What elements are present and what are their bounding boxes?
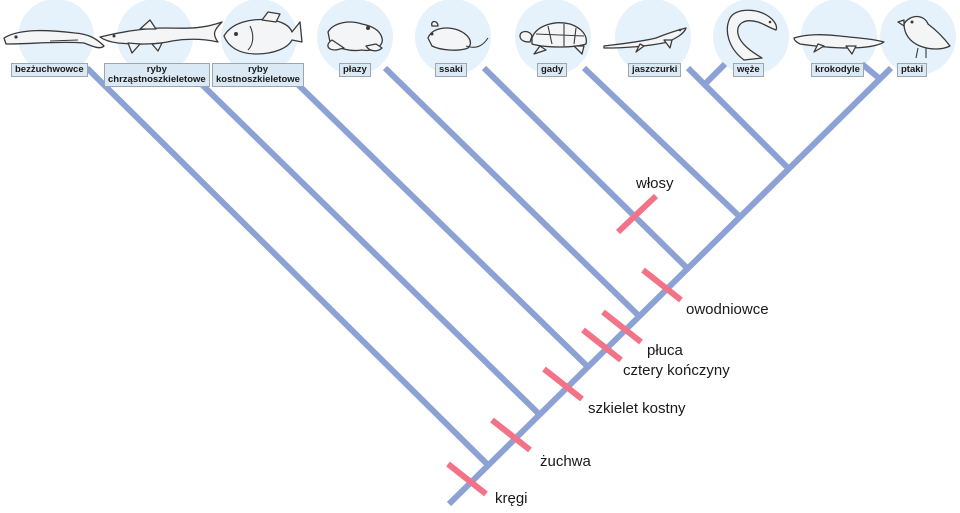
tree-branches (84, 61, 894, 507)
trait-label-zuchwa: żuchwa (540, 453, 591, 470)
lizard-icon (603, 27, 687, 53)
trait-label-owodniowce: owodniowce (686, 301, 769, 318)
marker-szkielet-kostny (542, 366, 584, 402)
crocodile-icon (793, 34, 885, 55)
marker-pluca (601, 309, 643, 345)
taxon-label-ptaki: ptaki (897, 63, 928, 77)
bony-fish-icon (223, 11, 303, 55)
branch-weze (702, 61, 728, 87)
taxon-label-bezzuchwowce: bezżuchwowce (11, 63, 88, 77)
trait-label-wlosy: włosy (636, 175, 674, 192)
taxon-label-krokodyle: krokodyle (811, 63, 864, 77)
branch-plazy (382, 65, 641, 318)
trait-label-pluca: płuca (647, 342, 683, 359)
taxon-label-line: chrząstnoszkieletowe (108, 74, 206, 85)
taxon-label-ryby-chrzastnoszkieletowe: ryby chrząstnoszkieletowe (104, 63, 210, 87)
lamprey-icon (3, 29, 105, 49)
taxon-label-line: kostnoszkieletowe (216, 74, 300, 85)
marker-kregi (446, 461, 488, 497)
snake-icon (726, 9, 778, 61)
marker-cztery-konczyny (581, 327, 623, 363)
taxon-label-ryby-kostnoszkieletowe: ryby kostnoszkieletowe (212, 63, 304, 87)
trait-label-cztery-konczyny: cztery kończyny (623, 362, 730, 379)
branch-ssaki (481, 65, 689, 270)
branch-lepidosaurs (685, 65, 791, 171)
marker-wlosy (615, 193, 659, 235)
mouse-icon (427, 20, 489, 51)
taxon-label-weze: węże (733, 63, 764, 77)
branch-ryby-chrzastnoszkieletowe (182, 65, 542, 417)
taxon-label-plazy: płazy (339, 63, 371, 77)
taxon-label-jaszczurki: jaszczurki (628, 63, 682, 77)
branch-krokodyle (860, 61, 882, 82)
branch-trunk (446, 65, 894, 507)
taxon-label-line: ryby (247, 64, 269, 75)
marker-owodniowce (641, 267, 683, 303)
branch-ryby-kostnoszkieletowe (278, 65, 590, 369)
bird-icon (897, 15, 951, 59)
trait-markers (446, 193, 683, 497)
taxon-label-line: ryby (146, 64, 167, 75)
taxon-label-gady: gady (537, 63, 568, 77)
trait-label-kregi: kręgi (495, 490, 528, 507)
shark-icon (99, 19, 223, 54)
marker-zuchwa (490, 417, 532, 453)
branch-gady (581, 65, 741, 218)
taxon-label-ssaki: ssaki (435, 63, 467, 77)
branch-bezzuchwowce (84, 65, 491, 468)
turtle-icon (519, 22, 588, 55)
frog-icon (327, 21, 383, 52)
trait-label-szkielet-kostny: szkielet kostny (588, 400, 686, 417)
circle-jaszczurki (615, 0, 691, 75)
